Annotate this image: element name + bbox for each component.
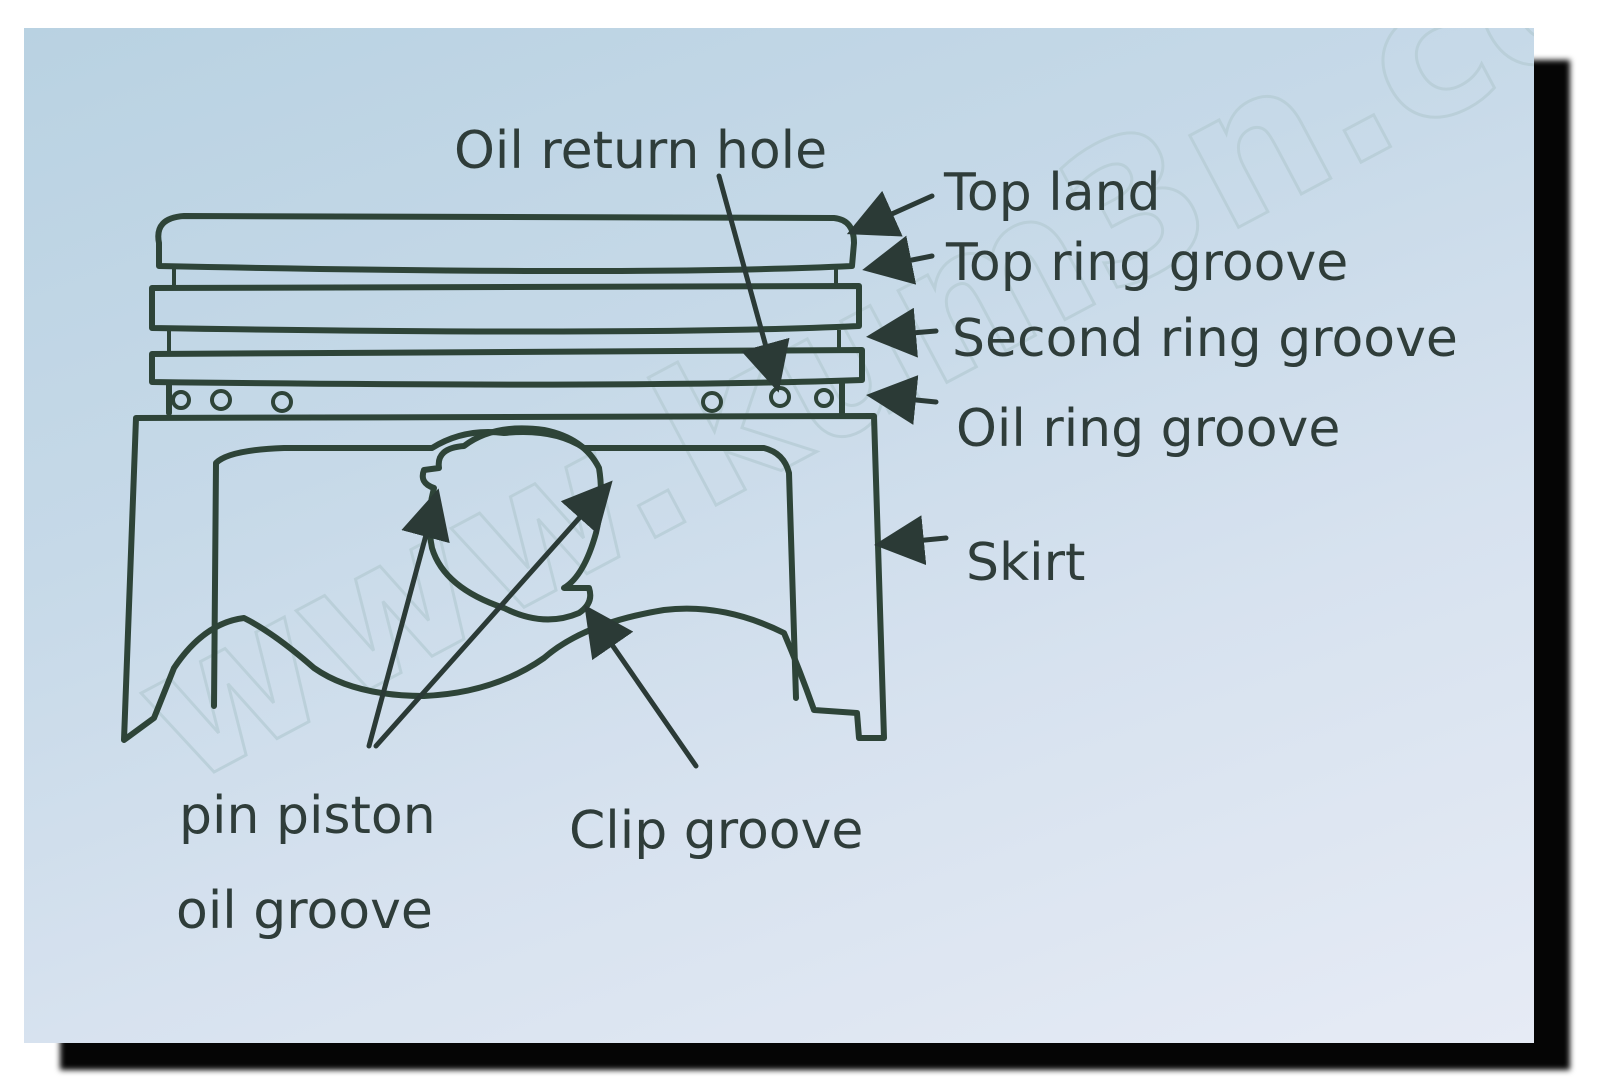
oil-hole-4 — [701, 391, 723, 413]
oil-hole-6 — [814, 388, 834, 408]
label-top-land: Top land — [943, 163, 1161, 223]
second-land-shape — [149, 283, 862, 335]
label-top-ring-groove: Top ring groove — [945, 233, 1348, 293]
label-clip-groove: Clip groove — [569, 801, 863, 861]
third-land-shape — [149, 347, 865, 388]
piston-diagram: www.kum3n.com — [100, 28, 1534, 941]
oil-hole-1 — [171, 390, 191, 410]
label-skirt: Skirt — [966, 533, 1085, 593]
top-land-shape — [155, 213, 857, 274]
arrow-top-land — [846, 190, 935, 237]
arrow-pin-piston-left — [366, 488, 450, 749]
arrow-top-ring-groove — [862, 235, 935, 285]
arrow-skirt — [874, 515, 949, 566]
arrow-second-ring-groove — [866, 307, 939, 358]
arrow-oil-return-hole — [716, 173, 790, 393]
skirt-outline — [121, 413, 887, 743]
arrow-pin-piston-right — [373, 480, 613, 749]
label-oil-groove: oil groove — [176, 881, 433, 941]
skirt-inner — [211, 429, 799, 709]
label-oil-return-hole: Oil return hole — [454, 121, 827, 181]
diagram-photo: www.kum3n.com — [24, 28, 1534, 1043]
label-oil-ring-groove: Oil ring groove — [956, 399, 1340, 459]
oil-hole-3 — [271, 391, 293, 413]
oil-hole-2 — [210, 389, 232, 411]
label-pin-piston: pin piston — [179, 786, 436, 846]
label-second-ring-groove: Second ring groove — [952, 309, 1458, 369]
arrow-clip-groove — [584, 604, 699, 769]
arrow-oil-ring-groove — [866, 375, 939, 425]
